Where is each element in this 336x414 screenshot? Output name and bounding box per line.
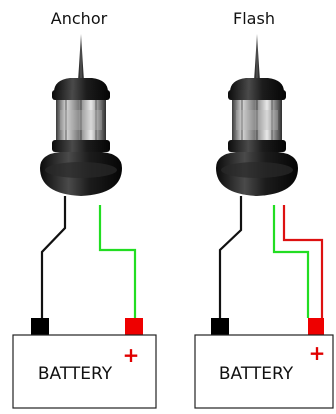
- anchor-title: Anchor: [51, 9, 108, 28]
- anchor-light-icon: [40, 34, 122, 196]
- flash-positive-terminal: [308, 318, 324, 335]
- flash-battery: [194, 334, 334, 409]
- anchor-black-wire: [40, 196, 67, 318]
- flash-negative-terminal: [211, 318, 229, 335]
- flash-battery-plus: +: [309, 341, 326, 365]
- flash-black-wire: [218, 196, 243, 318]
- flash-title: Flash: [233, 9, 275, 28]
- anchor-battery: [12, 334, 157, 409]
- flash-light-icon: [216, 34, 298, 196]
- flash-red-wire: [282, 205, 324, 318]
- flash-battery-label: BATTERY: [219, 364, 294, 384]
- anchor-green-wire: [98, 205, 137, 318]
- anchor-battery-label: BATTERY: [38, 364, 113, 384]
- anchor-assembly: Anchor BATTERY +: [12, 9, 157, 409]
- anchor-positive-terminal: [125, 318, 143, 335]
- flash-assembly: Flash BATTERY +: [194, 9, 334, 409]
- flash-green-wire: [272, 205, 310, 318]
- anchor-negative-terminal: [31, 318, 49, 335]
- anchor-battery-plus: +: [123, 343, 140, 367]
